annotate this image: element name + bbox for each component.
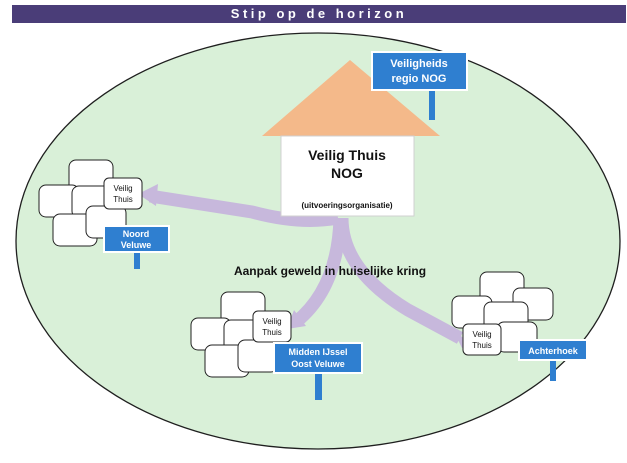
- node-label-line1: Veilig: [113, 184, 132, 193]
- sign-veiligheidsregio: Veiligheids regio NOG: [371, 51, 468, 120]
- sign-label-line1: Veiligheids: [390, 58, 447, 70]
- sign-label-line2: regio NOG: [391, 73, 446, 85]
- sign-label-line1: Midden IJssel: [288, 347, 347, 357]
- cluster-box: [237, 339, 279, 373]
- banner-title: Stip op de horizon: [12, 5, 626, 23]
- sign-post: [315, 370, 322, 400]
- node-label-line2: Thuis: [113, 195, 133, 204]
- arrows: [138, 184, 470, 348]
- sign-post: [550, 355, 556, 381]
- house: Veilig Thuis NOG (uitvoeringsorganisatie…: [262, 60, 440, 217]
- node-label-line2: Thuis: [472, 341, 492, 350]
- veilig-thuis-node: [462, 323, 502, 356]
- arrowhead-left: [138, 184, 158, 206]
- arrowhead-middle: [287, 310, 306, 329]
- house-title-line2: NOG: [331, 165, 363, 181]
- sign-board: [273, 342, 363, 374]
- sign-post: [134, 245, 140, 269]
- sign-board: [103, 225, 170, 253]
- node-label-line1: Veilig: [262, 317, 281, 326]
- sign-board: [518, 339, 588, 361]
- sign-label-line2: Veluwe: [121, 240, 152, 250]
- arrow-to-achterhoek: [335, 217, 464, 344]
- veilig-thuis-node: [252, 310, 292, 343]
- sign-label-line1: Achterhoek: [528, 346, 579, 356]
- sign-post: [429, 82, 435, 120]
- node-label-line1: Veilig: [472, 330, 491, 339]
- house-title-line1: Veilig Thuis: [308, 147, 386, 163]
- center-label: Aanpak geweld in huiselijke kring: [234, 264, 426, 278]
- house-roof: [262, 60, 440, 136]
- sign-label-line2: Oost Veluwe: [291, 359, 345, 369]
- cluster-midden-ijssel: Veilig Thuis Midden IJssel Oost Veluwe: [190, 291, 363, 400]
- cluster-noord-veluwe: Veilig Thuis Noord Veluwe: [38, 159, 170, 269]
- arrow-to-noord-veluwe: [148, 189, 340, 227]
- sign-label-line1: Noord: [123, 229, 150, 239]
- house-body: [280, 135, 415, 217]
- cluster-achterhoek: Veilig Thuis Achterhoek: [451, 271, 588, 381]
- sign-board: [371, 51, 468, 91]
- veilig-thuis-node: [103, 177, 143, 210]
- house-subtitle: (uitvoeringsorganisatie): [301, 201, 392, 210]
- node-label-line2: Thuis: [262, 328, 282, 337]
